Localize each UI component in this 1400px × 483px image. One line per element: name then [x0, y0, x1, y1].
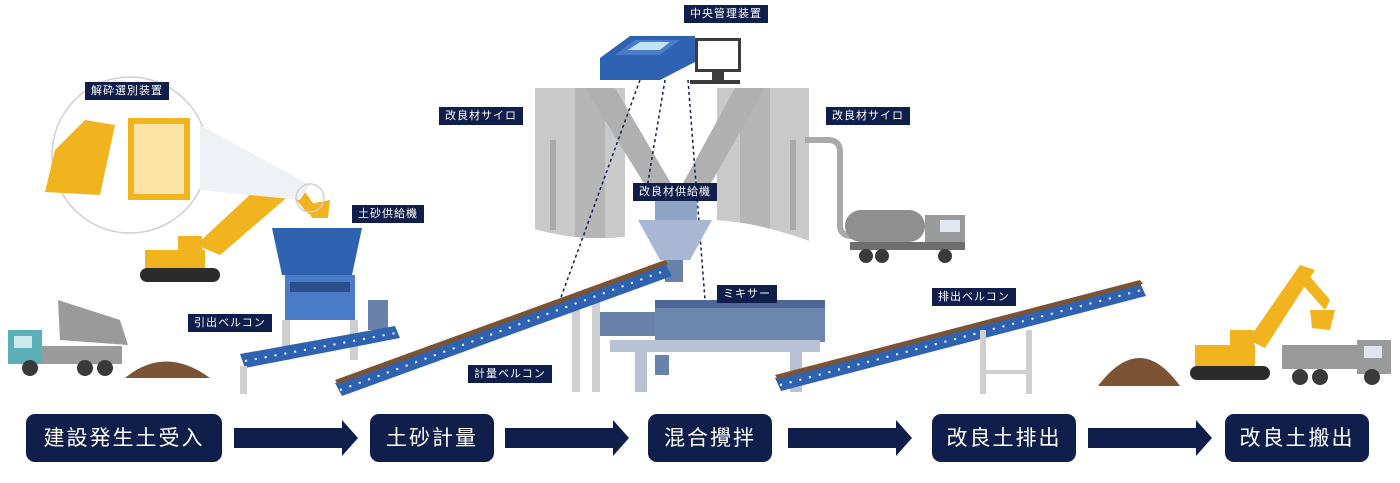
dump-truck-right	[1282, 340, 1391, 385]
crusher-inset	[45, 76, 325, 234]
flow-arrow-1	[234, 420, 358, 456]
label-draw-conveyor: 引出ベルコン	[188, 314, 272, 332]
flow-arrow-2	[505, 420, 629, 456]
silo-pipe	[805, 137, 853, 239]
label-weigh-conveyor: 計量ベルコン	[468, 365, 552, 383]
label-silo-right: 改良材サイロ	[826, 107, 910, 125]
label-discharge-conveyor: 排出ベルコン	[932, 288, 1016, 306]
label-additive-feeder: 改良材供給機	[633, 183, 717, 201]
excavator-right	[1190, 265, 1335, 380]
draw-conveyor	[240, 326, 400, 394]
step-mixing: 混合攪拌	[648, 414, 772, 462]
additive-feeder	[638, 198, 712, 282]
soil-pile-output	[1098, 358, 1180, 386]
label-soil-feeder: 土砂供給機	[352, 205, 424, 223]
support-frame	[572, 300, 600, 392]
soil-pile-input	[125, 361, 210, 378]
weigh-conveyor	[335, 260, 672, 396]
additive-silo-left	[535, 88, 672, 238]
additive-silo-right	[682, 88, 809, 248]
mixer	[600, 300, 825, 392]
step-weighing: 土砂計量	[370, 414, 494, 462]
tanker-truck	[845, 210, 965, 263]
label-mixer: ミキサー	[717, 285, 777, 303]
step-discharge: 改良土排出	[932, 414, 1076, 462]
control-link	[644, 79, 666, 201]
step-receiving: 建設発生土受入	[26, 414, 222, 462]
flow-arrow-3	[788, 420, 912, 456]
label-silo-left: 改良材サイロ	[439, 107, 523, 125]
step-shipping: 改良土搬出	[1225, 414, 1369, 462]
flow-arrow-4	[1088, 420, 1212, 456]
central-control-unit	[600, 36, 741, 84]
label-central-control: 中央管理装置	[684, 5, 768, 23]
label-crusher: 解砕選別装置	[85, 82, 169, 100]
discharge-conveyor	[775, 280, 1146, 394]
dump-truck-left	[8, 300, 128, 376]
